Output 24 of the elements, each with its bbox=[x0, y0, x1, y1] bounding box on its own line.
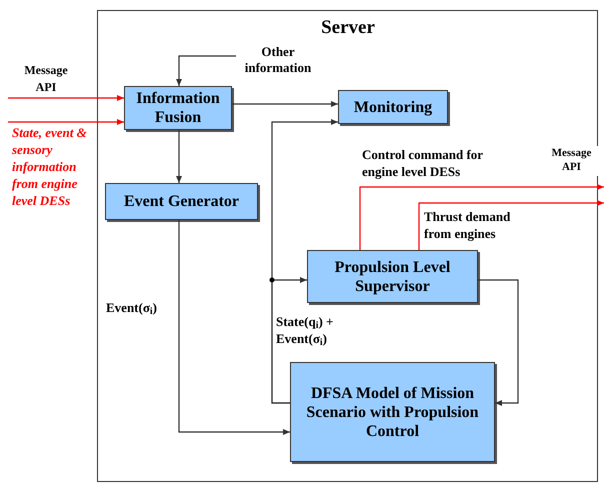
arrow bbox=[478, 279, 519, 406]
arrow bbox=[178, 220, 290, 435]
arrow bbox=[176, 55, 236, 86]
input-label: Other information bbox=[236, 44, 320, 80]
arrow bbox=[359, 184, 604, 250]
process-box: Event Generator bbox=[105, 183, 258, 220]
server-frame bbox=[97, 10, 598, 482]
edge-label: Thrust demand from engines bbox=[424, 208, 512, 242]
edge-label: Message API bbox=[23, 62, 69, 96]
process-box: Propulsion Level Supervisor bbox=[307, 250, 478, 303]
arrow bbox=[271, 277, 307, 404]
process-box: Information Fusion bbox=[124, 86, 232, 130]
arrow bbox=[8, 119, 124, 125]
arrow bbox=[176, 130, 182, 183]
edge-label: State(q$_{i}$) + Event(σ$_{i}$) bbox=[276, 313, 334, 347]
arrow bbox=[8, 95, 124, 101]
edge-label: State, event & sensory information from engine level DESs bbox=[12, 124, 88, 209]
arrow bbox=[418, 200, 604, 250]
process-box: Monitoring bbox=[338, 90, 448, 124]
process-box: DFSA Model of Mission Scenario with Propulsion Control bbox=[290, 362, 495, 462]
edge-label: Event(σ$_{i}$) bbox=[106, 299, 158, 316]
arrow bbox=[232, 101, 338, 107]
edge-label: Control command for engine level DESs bbox=[362, 146, 484, 180]
frame-title: Server bbox=[320, 16, 376, 40]
